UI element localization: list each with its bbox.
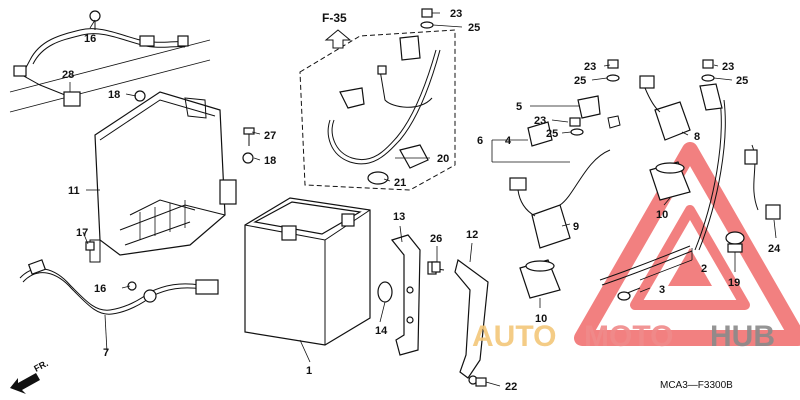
callout-20: 20: [437, 153, 449, 165]
cable-2: [599, 83, 726, 301]
relay-10-lower: [519, 259, 561, 299]
callout-1: 1: [306, 365, 312, 377]
callout-18-bolt: 18: [264, 155, 276, 167]
watermark-logo: [574, 142, 800, 346]
front-label: FR.: [32, 358, 49, 374]
harness-bottom-left: [19, 259, 219, 315]
callouts: 1 2 3 4 5 6 7 8 9 10 10 11 12 13 14 16 1…: [62, 8, 781, 393]
callout-23-b: 23: [534, 115, 546, 127]
callout-16-bottom: 16: [94, 283, 106, 295]
relay-9: [509, 149, 611, 249]
relay-8: [639, 75, 691, 141]
diagram-code: MCA3—F3300B: [660, 380, 733, 391]
harness-top-left: [9, 10, 211, 113]
callout-4: 4: [505, 135, 512, 147]
callout-8: 8: [694, 131, 700, 143]
callout-6: 6: [477, 135, 483, 147]
callout-25-a: 25: [574, 75, 586, 87]
connector-24: [744, 144, 781, 220]
callout-23-top: 23: [450, 8, 462, 20]
callout-22: 22: [505, 381, 517, 393]
bracket-13: [377, 234, 445, 356]
callout-24: 24: [768, 243, 781, 255]
callout-19: 19: [728, 277, 740, 289]
callout-25-c: 25: [736, 75, 748, 87]
callout-9: 9: [573, 221, 579, 233]
brand-moto: MOTO: [584, 320, 673, 353]
front-indicator: FR.: [10, 358, 50, 394]
callout-16-top: 16: [84, 33, 96, 45]
up-arrow-icon: [324, 29, 352, 49]
callout-12: 12: [466, 229, 478, 241]
leader-lines: [69, 12, 777, 387]
clamp-19: [725, 231, 745, 253]
callout-25-b: 25: [546, 128, 558, 140]
cap-4: [527, 121, 553, 147]
brand-hub: HUB: [710, 320, 775, 353]
callout-10-upper: 10: [656, 209, 668, 221]
callout-25-top: 25: [468, 22, 480, 34]
terminal-cover-group: [299, 29, 456, 191]
ref-f35: F-35: [322, 11, 352, 49]
callout-10-lower: 10: [535, 313, 547, 325]
bolts: [85, 127, 487, 387]
callout-5: 5: [516, 101, 522, 113]
callout-11: 11: [68, 185, 80, 197]
brand-auto: AUTO: [472, 320, 556, 353]
front-arrow-icon: [10, 373, 40, 394]
callout-2: 2: [701, 263, 707, 275]
battery-tray: [89, 90, 237, 263]
callout-7: 7: [103, 347, 109, 359]
relay-10-upper: [649, 161, 691, 201]
callout-23-c: 23: [722, 61, 734, 73]
callout-28: 28: [62, 69, 74, 81]
callout-13: 13: [393, 211, 405, 223]
callout-21: 21: [394, 177, 406, 189]
cap-5: [577, 95, 621, 129]
battery: [244, 197, 371, 346]
callout-26: 26: [430, 233, 442, 245]
watermark-brand: AUTO MOTO HUB: [472, 320, 775, 353]
plate-12: [454, 258, 489, 385]
nuts-washers: [420, 8, 715, 136]
callout-18-tray: 18: [108, 89, 120, 101]
callout-14: 14: [375, 325, 388, 337]
callout-23-a: 23: [584, 61, 596, 73]
callout-17: 17: [76, 227, 88, 239]
callout-27: 27: [264, 130, 276, 142]
ref-label: F-35: [322, 11, 347, 25]
callout-3: 3: [659, 284, 665, 296]
